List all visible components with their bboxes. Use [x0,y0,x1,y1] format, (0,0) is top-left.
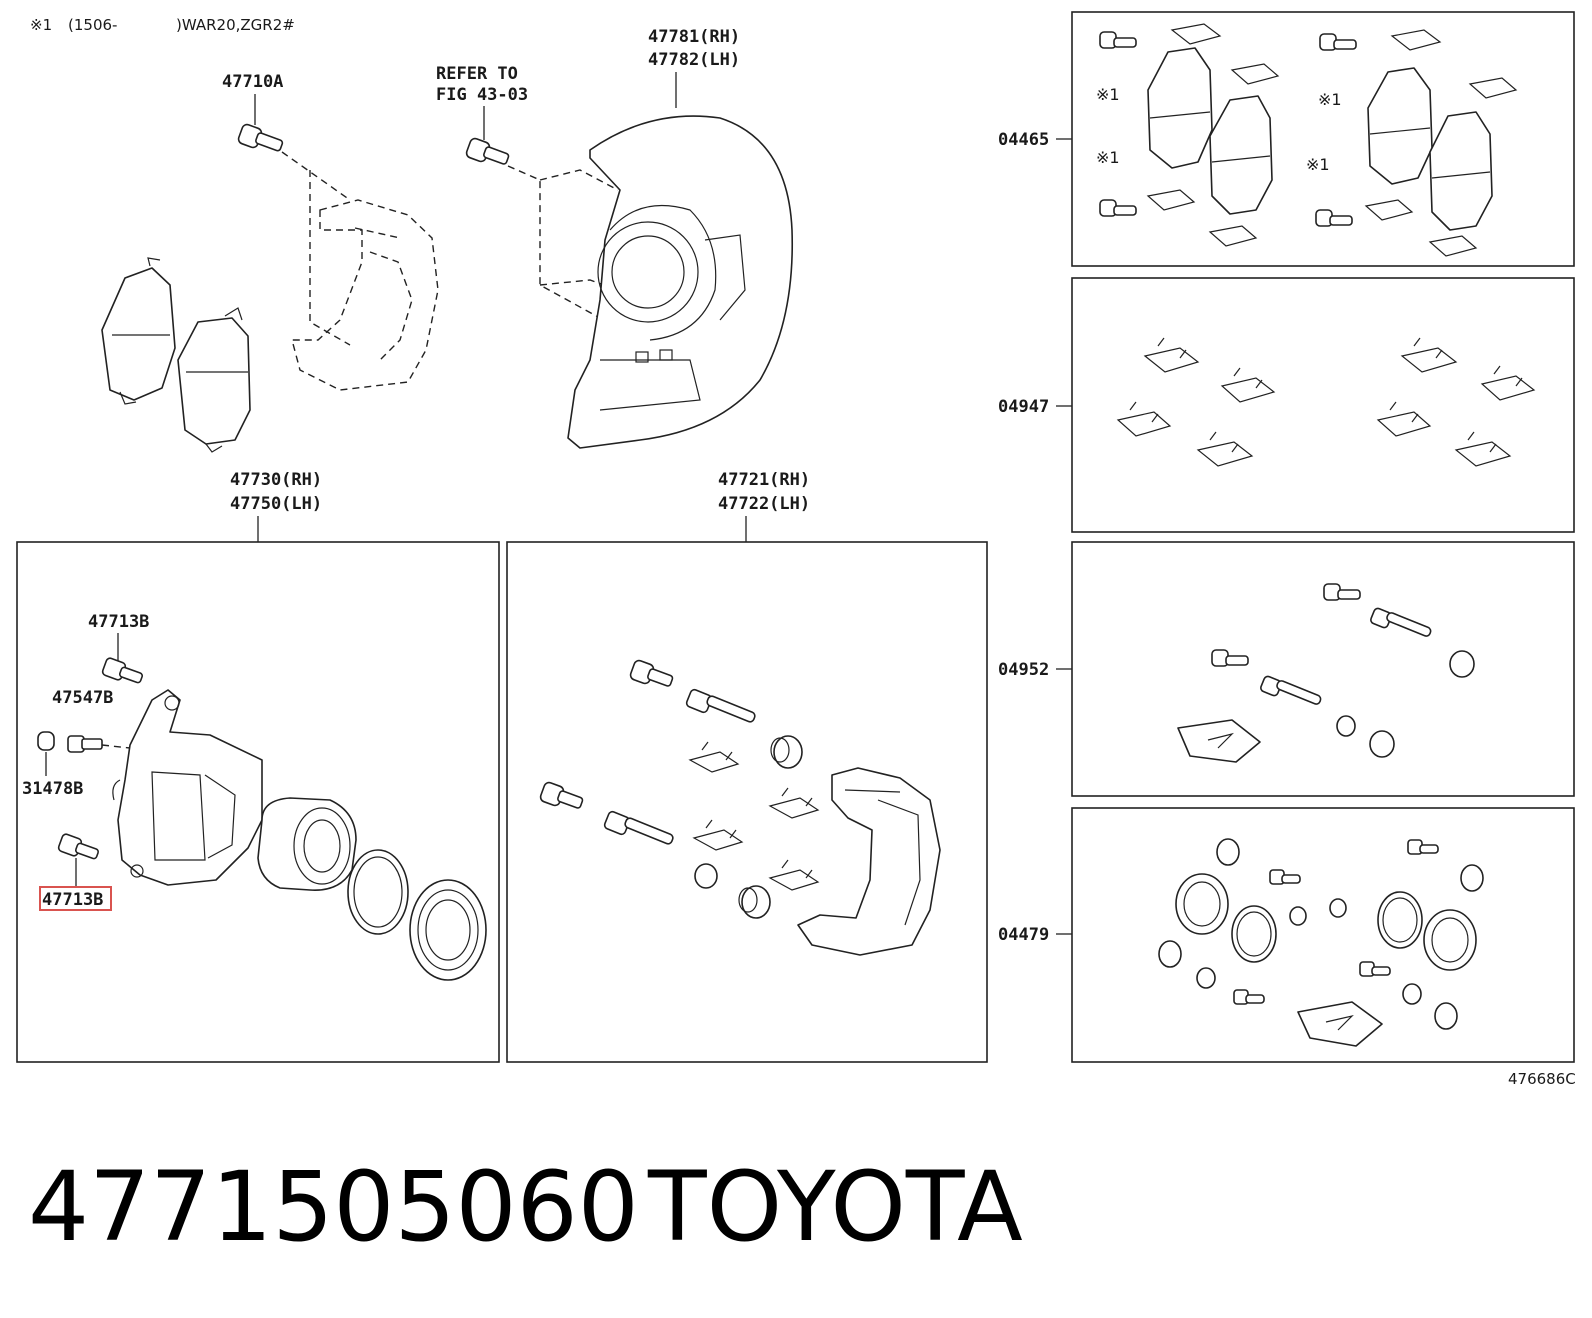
brake-pad-inner [177,307,251,453]
dust-boot [409,879,487,981]
kit-04465-bolts [1099,31,1357,227]
slide-pin-lower [603,810,674,845]
label-47710A[interactable]: 47710A [222,72,283,92]
mark-4: ※1 [1306,155,1330,174]
kit-box-04947 [1071,277,1575,533]
clip-b [768,787,820,819]
caliper-cylinder [112,689,263,886]
mark-2: ※1 [1096,148,1120,167]
clip-d [768,859,820,891]
mounting-bracket [797,767,941,956]
label-47782[interactable]: 47782(LH) [648,50,740,70]
bleeder-bolt-top [101,657,144,684]
pin-boot-upper [770,735,803,769]
piston-seal [347,849,409,935]
kit-04465-pads [1147,47,1493,231]
disc-dust-cover [567,115,794,449]
label-47781[interactable]: 47781(RH) [648,27,740,47]
slide-pin-upper [685,688,756,723]
note-model: )WAR20,ZGR2# [176,16,295,34]
bolt-dash-1 [281,151,351,346]
mounting-bolt-lower [539,781,584,809]
clip-a [688,741,740,773]
bleeder-bolt-bottom [57,833,100,860]
label-04479[interactable]: 04479 [998,925,1049,945]
mounting-assembly-box [506,541,988,1063]
kit-box-04952 [1071,541,1575,797]
refer-to-line1[interactable]: REFER TO [436,64,518,84]
clip-c [692,819,744,851]
kit-04947-clips [1116,337,1536,467]
note-symbol: ※1 [30,16,52,34]
mark-3: ※1 [1318,90,1342,109]
highlight-box [39,886,112,911]
kit-box-04479 [1071,807,1575,1063]
label-47750[interactable]: 47750(LH) [230,494,322,514]
bleeder-plug [67,735,131,753]
applicability-note: ※1 (1506- )WAR20,ZGR2# [30,16,295,34]
bolt-refer [465,137,510,165]
label-47730[interactable]: 47730(RH) [230,470,322,490]
label-47721[interactable]: 47721(RH) [718,470,810,490]
part-number: 4771505060 [28,1151,639,1263]
mounting-bracket-top [291,199,439,391]
mark-1: ※1 [1096,85,1120,104]
bleeder-cap [37,731,55,751]
piston [257,797,357,891]
label-47713B-highlighted[interactable]: 47713B [42,890,103,910]
refer-to-line2[interactable]: FIG 43-03 [436,85,528,105]
caliper-assembly-box [16,541,500,1063]
label-47722[interactable]: 47722(LH) [718,494,810,514]
bolt-47710A [237,123,284,152]
kit-04479-parts [1158,838,1484,1047]
label-04947[interactable]: 04947 [998,397,1049,417]
pin-boot-lower [738,885,771,919]
label-47713B-top[interactable]: 47713B [88,612,149,632]
kit-04465-clips [1146,23,1518,257]
mounting-bolt-upper [629,659,674,687]
note-date: (1506- [68,16,117,34]
label-47547B[interactable]: 47547B [52,688,113,708]
label-04952[interactable]: 04952 [998,660,1049,680]
brand-name: TOYOTA [647,1151,1023,1263]
brake-pad-outer [101,257,176,405]
label-04465[interactable]: 04465 [998,130,1049,150]
kit-04952-parts [1177,583,1475,763]
illustration-code: 476686C [1508,1070,1576,1088]
label-31478B[interactable]: 31478B [22,779,83,799]
pin-bushing-lower [694,863,718,889]
